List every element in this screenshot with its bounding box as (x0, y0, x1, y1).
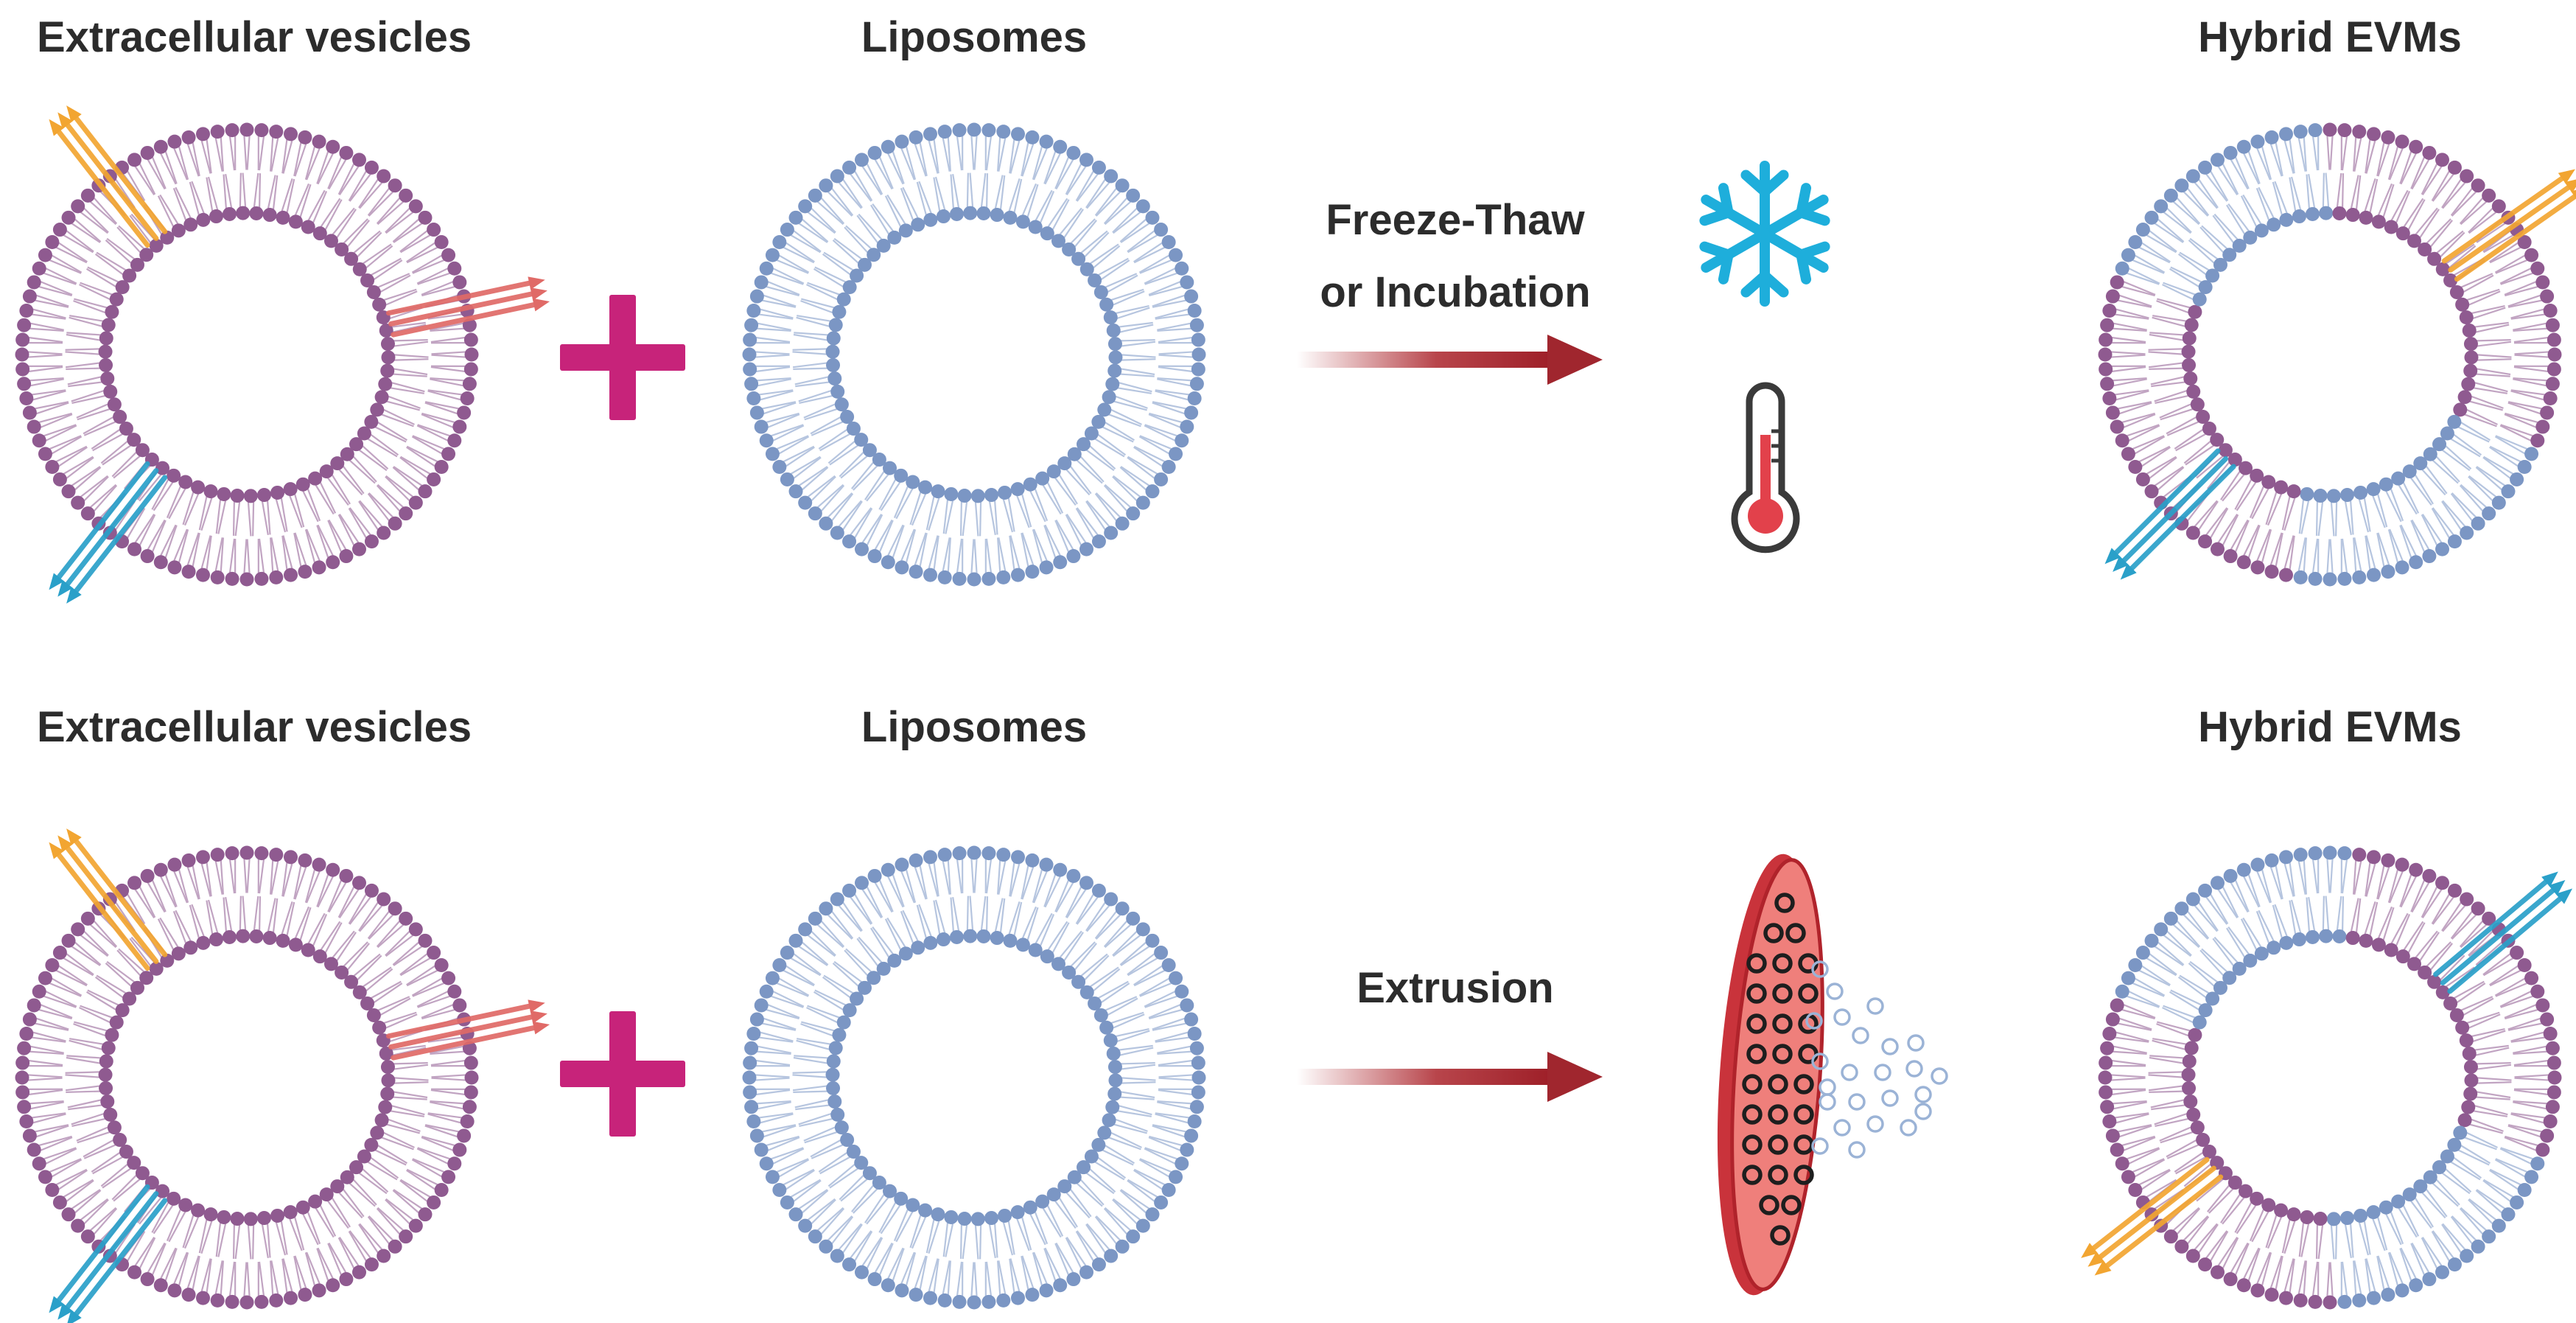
extruded-vesicles (1805, 960, 1948, 1159)
ev-vesicle-row2 (15, 845, 479, 1310)
thermometer-icon (1731, 382, 1800, 554)
liposome-vesicle-row1 (742, 122, 1206, 587)
protein-orange-row1 (49, 105, 168, 248)
protein-red-row1 (386, 276, 550, 338)
protein-orange-hybrid-row2 (2081, 1156, 2224, 1276)
method-label-line2: or Incubation (1320, 268, 1591, 316)
liposome-title-row2: Liposomes (861, 703, 1088, 751)
hybrid-vesicle-row1 (2098, 122, 2562, 587)
liposome-title-row1: Liposomes (861, 13, 1088, 61)
hybrid-title-row2: Hybrid EVMs (2198, 703, 2462, 751)
method-label-line1: Freeze-Thaw (1326, 196, 1585, 244)
plus-icon-row2 (560, 1011, 685, 1137)
ev-vesicle-row1 (15, 122, 479, 587)
hybrid-title-row1: Hybrid EVMs (2198, 13, 2462, 61)
protein-orange-row2 (49, 828, 168, 971)
protein-red-row2 (386, 999, 550, 1061)
extrusion-membrane-icon (1717, 854, 1824, 1296)
protein-blue-row1 (49, 461, 168, 604)
protein-blue-hybrid-row1 (2104, 448, 2236, 580)
protein-blue-hybrid-row2 (2433, 871, 2573, 994)
hybrid-vesicle-row2 (2098, 845, 2562, 1310)
snowflake-icon (1699, 161, 1830, 307)
arrow-row2 (1297, 1052, 1603, 1102)
ev-title-row2: Extracellular vesicles (37, 703, 472, 751)
liposome-vesicle-row2 (742, 845, 1206, 1310)
protein-blue-row2 (49, 1184, 168, 1323)
method-label-extrusion: Extrusion (1357, 964, 1554, 1012)
ev-title-row1: Extracellular vesicles (37, 13, 472, 61)
arrow-row1 (1297, 335, 1603, 385)
plus-icon-row1 (560, 295, 685, 420)
protein-orange-hybrid-row1 (2441, 169, 2576, 282)
